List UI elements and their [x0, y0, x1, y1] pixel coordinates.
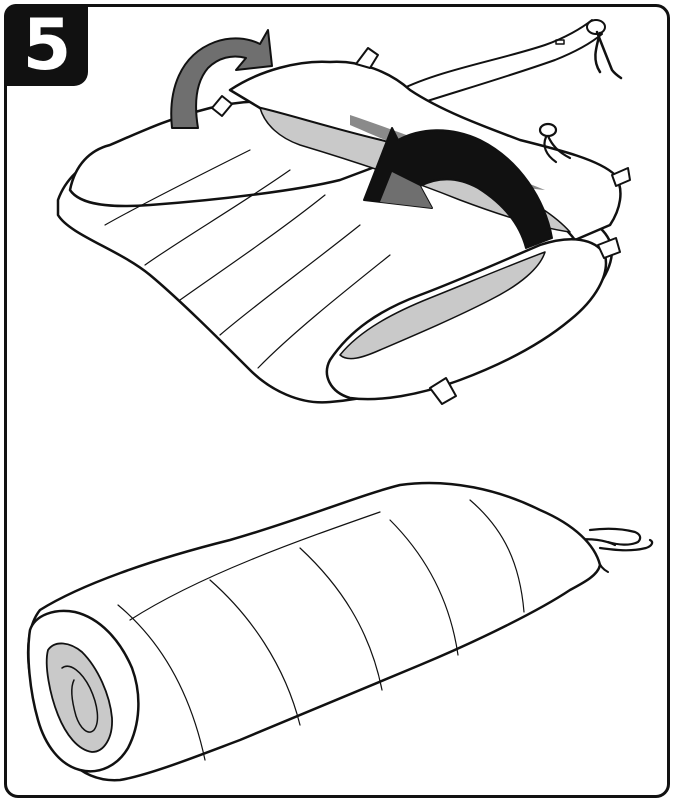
folding-sleeping-bag-illustration: [58, 20, 630, 404]
rolled-sleeping-bag-illustration: [28, 483, 652, 780]
step-badge: 5: [4, 4, 88, 86]
step-number: 5: [23, 10, 70, 80]
drawcord-top: [400, 20, 621, 104]
